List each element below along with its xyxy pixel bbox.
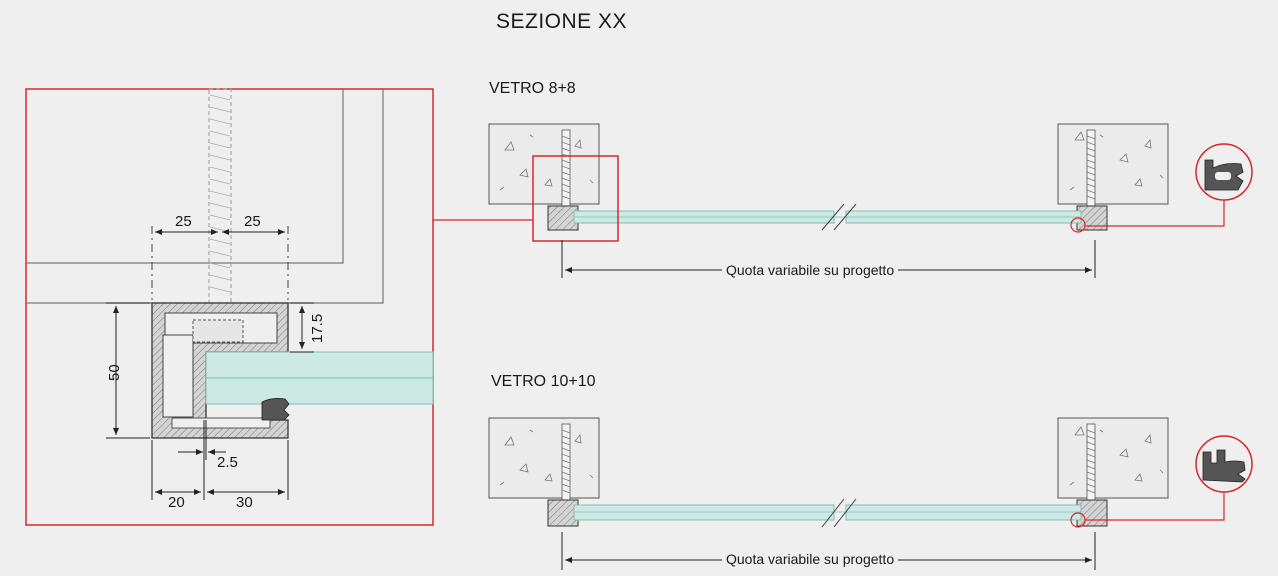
profile-right xyxy=(1076,499,1108,527)
aluminium-profile xyxy=(151,302,289,439)
dim-bottom-left: 20 xyxy=(168,494,185,511)
slab-right xyxy=(1057,123,1169,205)
detail-frame xyxy=(25,88,434,526)
dim-right-offset: 25 xyxy=(244,213,261,230)
profile-left xyxy=(547,499,579,527)
slab-left xyxy=(488,123,600,205)
dim-gap: 2.5 xyxy=(217,454,238,471)
gasket-callout-2 xyxy=(1195,435,1253,493)
dim-glass-seat: 17.5 xyxy=(309,313,326,343)
view-glass-8-8 xyxy=(488,123,1253,278)
rod-left xyxy=(561,423,571,503)
slab-right xyxy=(1057,417,1169,499)
section-title: SEZIONE XX xyxy=(496,10,628,33)
span-label-1: Quota variabile su progetto xyxy=(722,262,899,278)
glass-panel-detail xyxy=(205,351,434,405)
detail-view xyxy=(25,88,533,526)
rod-right xyxy=(1086,423,1096,503)
slab-left xyxy=(488,417,600,499)
slab-outline-outer xyxy=(26,89,384,304)
slab-outline xyxy=(26,89,344,264)
view-glass-10-10 xyxy=(488,417,1253,570)
glass-span xyxy=(573,203,1082,231)
rod-right xyxy=(1086,129,1096,209)
dim-height: 50 xyxy=(106,364,123,381)
gasket-marker xyxy=(1070,217,1086,233)
profile-left xyxy=(547,205,579,231)
glass-8-8-title: VETRO 8+8 xyxy=(489,80,576,97)
gasket-detail xyxy=(261,398,290,421)
detail-marker xyxy=(532,155,619,242)
gasket-callout-1 xyxy=(1195,143,1253,201)
dim-bottom-right: 30 xyxy=(236,494,253,511)
span-label-2: Quota variabile su progetto xyxy=(722,551,899,567)
glass-10-10-title: VETRO 10+10 xyxy=(491,373,596,390)
glass-span xyxy=(573,498,1082,528)
rod-left xyxy=(561,129,571,209)
dim-left-offset: 25 xyxy=(175,213,192,230)
threaded-rod xyxy=(208,88,232,305)
